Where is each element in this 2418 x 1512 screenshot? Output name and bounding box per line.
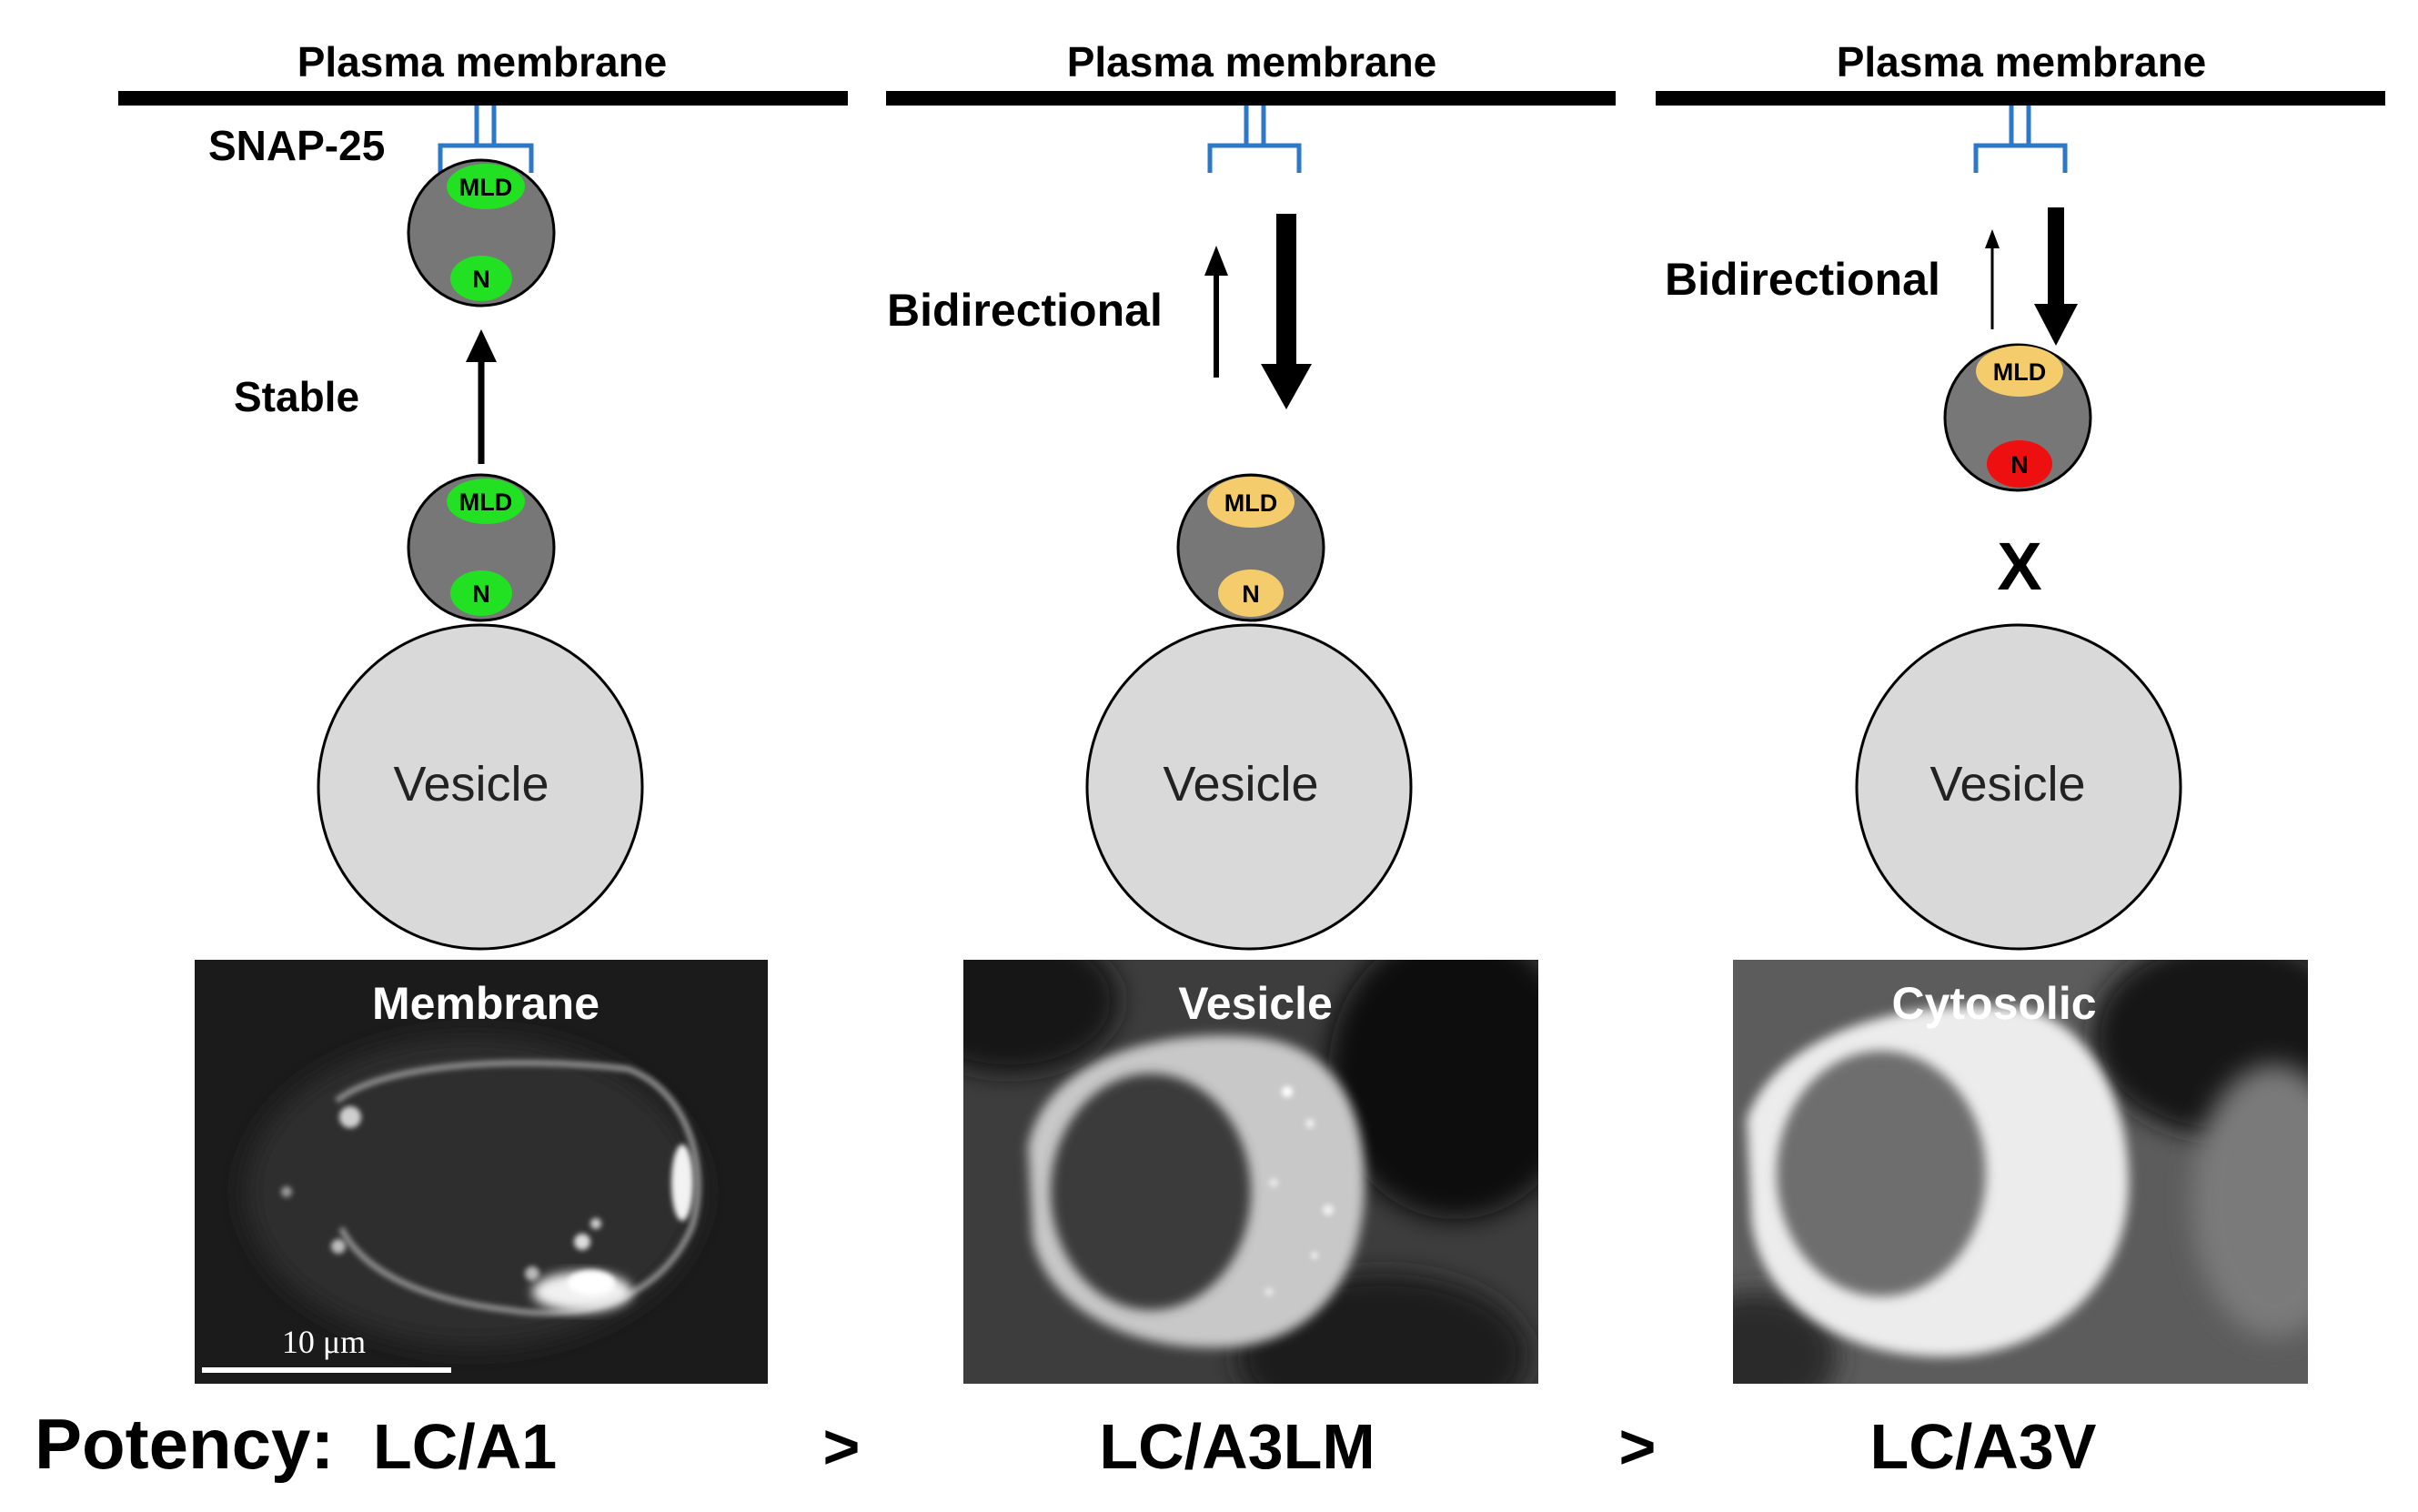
variant-label: LC/A1 [373, 1411, 557, 1482]
panel-lc-a3v: Plasma membrane Bidirectional MLD N X Ve… [1656, 38, 2385, 1482]
bidirectional-arrows-icon [1204, 214, 1312, 409]
block-mark: X [1997, 529, 2041, 604]
panel-lc-a3lm: Plasma membrane Bidirectional MLD N Vesi… [886, 38, 1616, 1482]
scale-bar-label: 10 μm [282, 1324, 366, 1360]
vesicle-bound-toxin: MLD N [1176, 473, 1325, 622]
unbound-toxin: MLD N [1943, 343, 2092, 492]
potency-label: Potency: [35, 1404, 334, 1484]
n-label: N [1242, 580, 1260, 608]
n-label: N [472, 580, 490, 608]
n-domain [1218, 570, 1284, 617]
membrane-label: Plasma membrane [1837, 38, 2207, 86]
plasma-membrane-line [1656, 91, 2385, 106]
snap25-icon [438, 106, 534, 173]
micrograph-membrane [195, 960, 768, 1384]
mld-domain [1207, 477, 1295, 528]
vesicle [1085, 623, 1413, 951]
n-label: N [472, 266, 490, 293]
variant-label: LC/A3V [1870, 1411, 2097, 1482]
n-domain [1987, 440, 2052, 488]
membrane-label: Plasma membrane [1067, 38, 1437, 86]
plasma-membrane-line [886, 91, 1616, 106]
comparator: > [1619, 1411, 1657, 1482]
micrograph-cytosolic [1733, 960, 2308, 1384]
snap25-icon [1973, 106, 2068, 173]
n-label: N [2010, 451, 2029, 479]
vesicle [317, 623, 644, 951]
n-domain [450, 570, 512, 616]
mld-domain [447, 479, 525, 524]
mld-domain [447, 164, 525, 209]
scale-bar [202, 1367, 451, 1373]
vesicle [1855, 623, 2182, 951]
mld-label: MLD [1224, 489, 1277, 517]
variant-label: LC/A3LM [1099, 1411, 1375, 1482]
micrograph-vesicle [963, 960, 1538, 1384]
comparator: > [823, 1411, 861, 1482]
vesicle-label: Vesicle [1163, 757, 1318, 811]
bound-toxin: MLD N [407, 158, 556, 307]
plasma-membrane-line [118, 91, 848, 106]
micrograph-title: Membrane [372, 978, 599, 1029]
mld-label: MLD [459, 174, 512, 201]
micrograph-title: Cytosolic [1891, 978, 2096, 1029]
transition-label: Bidirectional [1665, 254, 1940, 305]
mld-label: MLD [1993, 358, 2046, 386]
n-domain [450, 256, 512, 301]
mld-label: MLD [459, 489, 512, 516]
micrograph-title: Vesicle [1178, 978, 1333, 1029]
transition-label: Stable [234, 373, 359, 420]
transition-label: Bidirectional [887, 285, 1163, 336]
stable-arrow-icon [466, 329, 497, 464]
snap25-label: SNAP-25 [208, 122, 385, 169]
vesicle-bound-toxin: MLD N [407, 473, 556, 622]
bidirectional-arrows-icon [1985, 207, 2078, 346]
vesicle-label: Vesicle [1929, 757, 2085, 811]
panel-lc-a1: Plasma membrane SNAP-25 MLD N Stable MLD… [35, 38, 848, 1484]
mld-domain [1976, 346, 2063, 397]
snap25-icon [1207, 106, 1302, 173]
membrane-label: Plasma membrane [297, 38, 668, 86]
vesicle-label: Vesicle [393, 757, 549, 811]
